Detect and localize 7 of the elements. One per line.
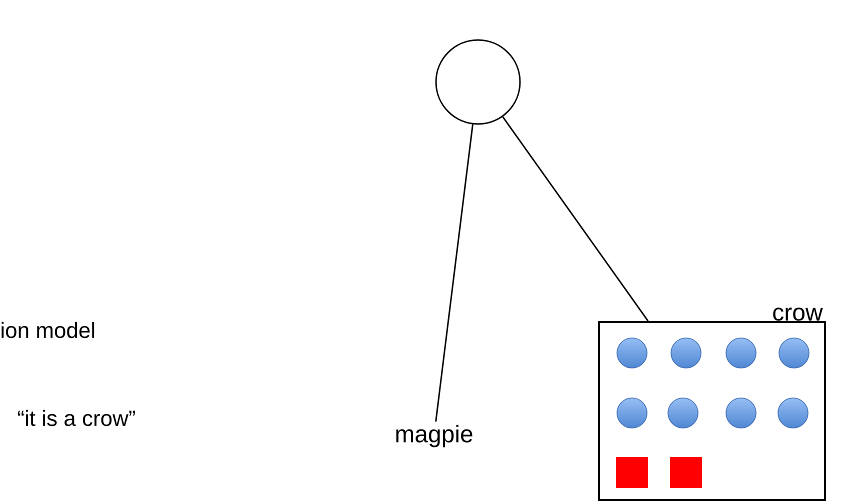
box-heading: crow — [773, 308, 823, 321]
text-label: magpie — [396, 424, 472, 448]
text-label: ion model — [2, 322, 94, 338]
circle — [435, 39, 521, 125]
connector-line — [435, 124, 474, 422]
text-label: “it is a crow” — [18, 410, 135, 426]
connector-line — [502, 116, 649, 322]
